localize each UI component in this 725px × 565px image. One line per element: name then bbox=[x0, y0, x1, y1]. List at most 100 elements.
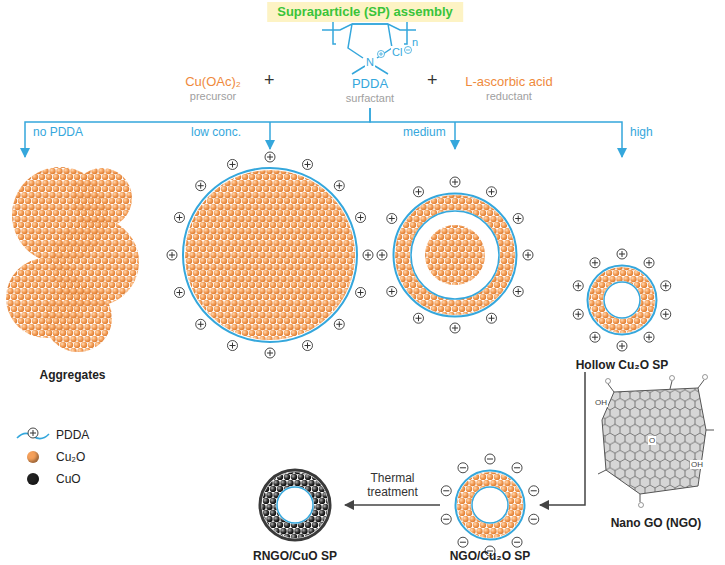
negative-charge bbox=[458, 463, 468, 473]
negative-charge bbox=[512, 463, 522, 473]
negative-charge bbox=[529, 486, 539, 496]
positive-charge bbox=[167, 250, 177, 260]
negative-charge bbox=[441, 514, 451, 524]
positive-charge bbox=[303, 341, 313, 351]
atom-label: N bbox=[365, 56, 375, 69]
particle-node: Nano GO (NGO) bbox=[595, 378, 717, 530]
positive-charge bbox=[387, 214, 397, 224]
positive-charge bbox=[414, 187, 424, 197]
legend-swatch bbox=[27, 451, 39, 463]
repeat-index: n bbox=[412, 36, 418, 49]
legend-sample bbox=[16, 471, 50, 487]
group-label: OH bbox=[594, 398, 608, 407]
positive-charge bbox=[303, 159, 313, 169]
ngo-cu2o-supraparticle bbox=[456, 471, 525, 540]
positive-charge bbox=[617, 341, 627, 351]
node-subtitle: precursor bbox=[190, 90, 236, 103]
negative-charge bbox=[441, 486, 451, 496]
positive-charge bbox=[334, 181, 344, 191]
branch-label: medium bbox=[402, 126, 447, 140]
legend: PDDA Cu₂O CuO bbox=[16, 424, 89, 490]
node-subtitle: reductant bbox=[486, 90, 532, 103]
positive-charge bbox=[573, 281, 583, 291]
positive-charge bbox=[590, 258, 600, 268]
legend-row: PDDA bbox=[16, 424, 89, 446]
node-title: RNGO/CuO SP bbox=[253, 549, 337, 563]
pdda-structure bbox=[322, 16, 416, 74]
positive-charge bbox=[450, 323, 460, 333]
positive-charge bbox=[414, 313, 424, 323]
positive-charge bbox=[523, 250, 533, 260]
legend-text: PDDA bbox=[56, 428, 89, 442]
node-title: Nano GO (NGO) bbox=[611, 516, 702, 530]
positive-charge bbox=[573, 309, 583, 319]
reagent-label: Cu(OAc)₂precursor bbox=[168, 74, 258, 108]
positive-charge bbox=[265, 152, 275, 162]
positive-charge bbox=[196, 181, 206, 191]
legend-sample bbox=[16, 449, 50, 465]
positive-charge bbox=[661, 281, 671, 291]
positive-charge bbox=[661, 309, 671, 319]
positive-charge bbox=[227, 159, 237, 169]
connector bbox=[25, 108, 370, 157]
positive-charge bbox=[513, 287, 523, 297]
positive-charge bbox=[487, 313, 497, 323]
legend-text: CuO bbox=[56, 472, 81, 486]
node-title: L-ascorbic acid bbox=[465, 74, 552, 90]
legend-line-sample bbox=[16, 427, 50, 443]
positive-charge bbox=[28, 428, 38, 438]
positive-charge bbox=[196, 319, 206, 329]
positive-charge bbox=[487, 187, 497, 197]
positive-charge bbox=[513, 214, 523, 224]
aggregate-cluster bbox=[6, 167, 139, 352]
positive-charge bbox=[265, 348, 275, 358]
positive-charge bbox=[617, 249, 627, 259]
reagent-label: L-ascorbic acidreductant bbox=[450, 74, 568, 108]
branch-label: low conc. bbox=[190, 126, 242, 140]
particle-node: RNGO/CuO SP bbox=[245, 455, 345, 563]
edge-label: high bbox=[628, 126, 655, 140]
negative-charge bbox=[529, 514, 539, 524]
particle-node: NGO/Cu₂O SP bbox=[440, 455, 540, 563]
graphene-oxide-sheet bbox=[598, 375, 714, 508]
positive-charge bbox=[644, 332, 654, 342]
positive-charge bbox=[363, 250, 373, 260]
plus-sign: + bbox=[427, 70, 438, 91]
particle-node: Aggregates bbox=[5, 157, 140, 382]
legend-sample bbox=[16, 427, 50, 443]
negative-charge bbox=[458, 537, 468, 547]
node-title: PDDA bbox=[352, 76, 388, 92]
node-title: Hollow Cu₂O SP bbox=[576, 358, 669, 372]
positive-charge bbox=[644, 258, 654, 268]
plus-sign: + bbox=[264, 70, 275, 91]
positive-charge bbox=[227, 341, 237, 351]
positive-charge bbox=[450, 177, 460, 187]
reagent-label: PDDAsurfactant bbox=[330, 76, 410, 108]
node-title: Aggregates bbox=[39, 368, 105, 382]
surface-charges bbox=[167, 152, 671, 556]
negative-charge bbox=[512, 537, 522, 547]
solid-supraparticle bbox=[183, 168, 357, 342]
connector bbox=[370, 108, 622, 157]
hollow-supraparticle bbox=[588, 266, 657, 335]
positive-charge bbox=[174, 212, 184, 222]
node-subtitle: surfactant bbox=[346, 92, 394, 105]
positive-charge bbox=[590, 332, 600, 342]
positive-charge bbox=[387, 287, 397, 297]
legend-swatch bbox=[27, 473, 39, 485]
connector bbox=[540, 372, 585, 505]
title-banner: Supraparticle (SP) assembly bbox=[267, 2, 463, 22]
node-title: NGO/Cu₂O SP bbox=[450, 549, 531, 563]
atom-label: Cl bbox=[391, 46, 403, 59]
legend-row: CuO bbox=[16, 468, 89, 490]
legend-text: Cu₂O bbox=[56, 450, 85, 464]
positive-charge bbox=[377, 250, 387, 260]
positive-charge bbox=[334, 319, 344, 329]
positive-charge bbox=[356, 212, 366, 222]
group-label: OH bbox=[690, 460, 704, 469]
yolk-shell-supraparticle bbox=[394, 194, 517, 317]
particle-node: Hollow Cu₂O SP bbox=[567, 157, 677, 372]
branch-arrows bbox=[270, 122, 455, 149]
positive-charge bbox=[174, 288, 184, 298]
